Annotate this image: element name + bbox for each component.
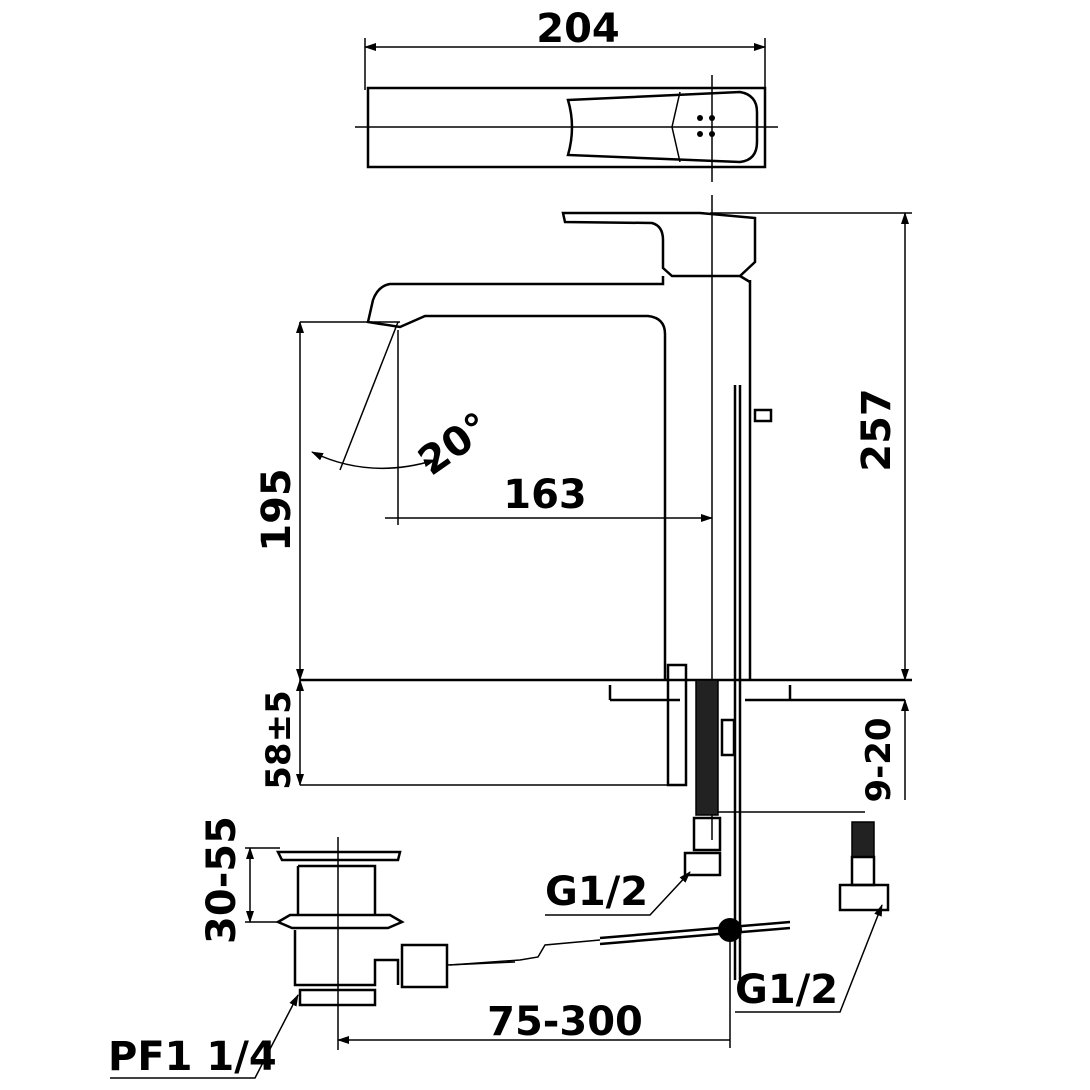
hose-nut-right xyxy=(838,883,890,912)
dimension-countertop-thickness: 9-20 xyxy=(859,717,899,802)
drain-rod-connector xyxy=(400,943,449,989)
rod-pivot xyxy=(718,918,742,942)
dimension-popup-height: 30-55 xyxy=(199,816,245,944)
dimension-drain-rod-length: 75-300 xyxy=(487,999,643,1045)
top-view: 204 xyxy=(355,6,778,182)
dimension-total-height: 257 xyxy=(854,388,900,472)
drain-cap xyxy=(275,850,402,862)
hose-nut-left xyxy=(683,851,722,877)
spout xyxy=(366,276,667,680)
flexible-hose-right xyxy=(851,821,875,858)
angle-arc xyxy=(311,451,436,470)
handle-top-view xyxy=(566,90,759,164)
label-hose-connection-left: G1/2 xyxy=(545,869,648,915)
dimension-spout-reach: 163 xyxy=(503,472,587,518)
popup-knob xyxy=(753,408,773,423)
dimension-spout-angle: 20° xyxy=(410,404,498,485)
label-hose-connection-right: G1/2 xyxy=(735,967,838,1013)
label-drain-thread: PF1 1/4 xyxy=(108,1034,277,1080)
side-view: 257 195 163 20° 58±5 9-20 xyxy=(254,195,912,980)
handle-lever xyxy=(561,211,757,278)
dimension-mounting-depth: 58±5 xyxy=(259,690,299,789)
countertop-bottom xyxy=(608,685,905,702)
flexible-hose xyxy=(695,679,719,816)
dimension-total-length: 204 xyxy=(536,6,620,52)
mounting-stud xyxy=(666,663,688,787)
popup-drain: 30-55 75-300 PF1 1/4 xyxy=(108,816,731,1080)
drain-lever-rod xyxy=(599,920,791,940)
dimension-spout-height: 195 xyxy=(254,468,300,552)
drain-flange xyxy=(275,913,405,930)
